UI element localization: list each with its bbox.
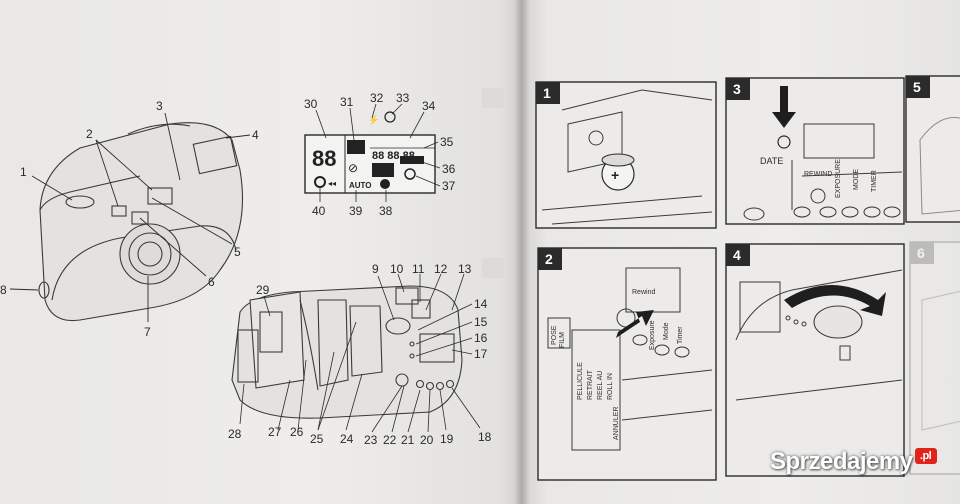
camera-back-leader-lines — [239, 273, 481, 433]
callout-24: 24 — [340, 432, 354, 446]
lcd-leader-lines — [315, 103, 441, 202]
panel2-side-label-1: POSE — [551, 325, 558, 345]
callout-28: 28 — [228, 427, 242, 441]
night-mode-icon — [347, 140, 365, 154]
callout-13: 13 — [458, 262, 472, 276]
lcd-callout-32: 32 — [370, 91, 384, 105]
lcd-callout-38: 38 — [379, 204, 393, 218]
callout-22: 22 — [383, 433, 397, 447]
panel2-timer-label: Timer — [677, 326, 684, 344]
step-panel-1: 1 + — [535, 81, 717, 229]
down-arrow-icon — [772, 86, 796, 128]
lcd-callout-34: 34 — [422, 99, 436, 113]
date-button — [777, 135, 791, 149]
lcd-panel-diagram: 88 ◂◂ 88 88 88 ⊘ AUTO ⚡ — [304, 111, 436, 194]
lcd-digits: 88 — [312, 146, 336, 171]
watermark-text: Sprzedajemy — [770, 448, 913, 475]
panel3-timer-label: TIMER — [871, 170, 878, 192]
svg-text:◂◂: ◂◂ — [328, 179, 336, 188]
sprzedajemy-watermark: Sprzedajemy.pl — [770, 448, 937, 476]
callout-26: 26 — [290, 425, 304, 439]
lcd-callout-33: 33 — [396, 91, 410, 105]
step-panel-2: 2 Rewind Exposure Mode Timer POSE FILM P… — [537, 247, 717, 481]
lcd-callout-30: 30 — [304, 97, 318, 111]
battery-icon — [400, 156, 424, 164]
callout-9: 9 — [372, 262, 379, 276]
flash-off-icon: ⊘ — [348, 161, 358, 175]
callout-6: 6 — [208, 275, 215, 289]
panel2-mode-label: Mode — [663, 322, 670, 340]
step-panel-4: 4 — [725, 243, 905, 477]
panel3-rewind-label: REWIND — [804, 171, 832, 178]
callout-27: 27 — [268, 425, 282, 439]
panel3-mode-label: MODE — [853, 169, 860, 190]
lcd-callout-35: 35 — [440, 135, 454, 149]
rotate-arrow-icon — [784, 285, 886, 316]
callout-4: 4 — [252, 128, 259, 142]
flash-cancel-icon — [384, 111, 396, 123]
callout-11: 11 — [412, 262, 425, 276]
pointing-arrow-icon — [616, 310, 654, 338]
step-panel-3: 3 DATE REWIND EXPOSURE MODE TIMER — [725, 77, 905, 225]
callout-1: 1 — [20, 165, 27, 179]
callout-18: 18 — [478, 430, 492, 444]
lcd-callout-40: 40 — [312, 204, 326, 218]
callout-29: 29 — [256, 283, 270, 297]
book-gutter — [514, 0, 530, 504]
panel2-side-label-6: ROLL IN — [607, 373, 614, 400]
panel3-date-label: DATE — [760, 156, 783, 166]
step-panel-5: 5 — [905, 75, 960, 223]
panel2-side-label-7: ANNULER — [613, 407, 620, 440]
panel2-side-label-2: FILM — [559, 332, 566, 348]
callout-2: 2 — [86, 127, 93, 141]
callout-12: 12 — [434, 262, 448, 276]
panel2-side-label-5: REEL AU — [597, 371, 604, 400]
callout-3: 3 — [156, 99, 163, 113]
panel-number-3: 3 — [733, 81, 741, 97]
panel2-side-label-4: RETRAIT — [587, 369, 594, 400]
panel-number-4: 4 — [733, 247, 741, 263]
callout-17: 17 — [474, 347, 488, 361]
faint-tab — [482, 88, 504, 108]
callout-15: 15 — [474, 315, 488, 329]
spot-meter-icon — [380, 179, 390, 189]
lcd-auto: AUTO — [349, 181, 372, 190]
panel2-exposure-label: Exposure — [649, 320, 656, 350]
watermark-badge: .pl — [914, 448, 937, 464]
svg-text:+: + — [611, 167, 619, 183]
callout-20: 20 — [420, 433, 434, 447]
left-page-diagrams: 1 2 3 4 5 6 7 8 88 ◂◂ 88 88 88 ⊘ AUTO ⚡ — [0, 88, 504, 447]
callout-7: 7 — [144, 325, 151, 339]
panel3-exposure-label: EXPOSURE — [835, 159, 842, 198]
callout-19: 19 — [440, 432, 454, 446]
lcd-callout-36: 36 — [442, 162, 456, 176]
panel2-rewind-label: Rewind — [632, 289, 655, 296]
camera-back-illustration — [231, 285, 463, 419]
lcd-callout-37: 37 — [442, 179, 456, 193]
callout-10: 10 — [390, 262, 404, 276]
step-panel-6: 6 — [909, 241, 960, 475]
faint-tab — [482, 258, 504, 278]
panel2-side-label-3: PELLICULE — [577, 362, 584, 400]
right-page-diagrams: 1 + 3 DATE REWIND EXPOSURE MODE TIM — [535, 75, 960, 481]
callout-5: 5 — [234, 245, 241, 259]
lcd-callout-31: 31 — [340, 95, 354, 109]
camera-front-leader-lines — [9, 112, 251, 322]
callout-16: 16 — [474, 331, 488, 345]
camera-front-illustration — [38, 122, 244, 322]
callout-25: 25 — [310, 432, 324, 446]
flash-icon: ⚡ — [368, 114, 379, 126]
portrait-icon — [372, 163, 394, 177]
timer-icon — [404, 168, 416, 180]
panel-number-5: 5 — [913, 79, 921, 95]
callout-21: 21 — [401, 433, 415, 447]
lcd-callout-39: 39 — [349, 204, 363, 218]
panel-number-6: 6 — [917, 245, 925, 261]
panel-number-1: 1 — [543, 85, 551, 101]
panel-number-2: 2 — [545, 251, 553, 267]
callout-23: 23 — [364, 433, 378, 447]
callout-8: 8 — [0, 283, 7, 297]
callout-14: 14 — [474, 297, 488, 311]
